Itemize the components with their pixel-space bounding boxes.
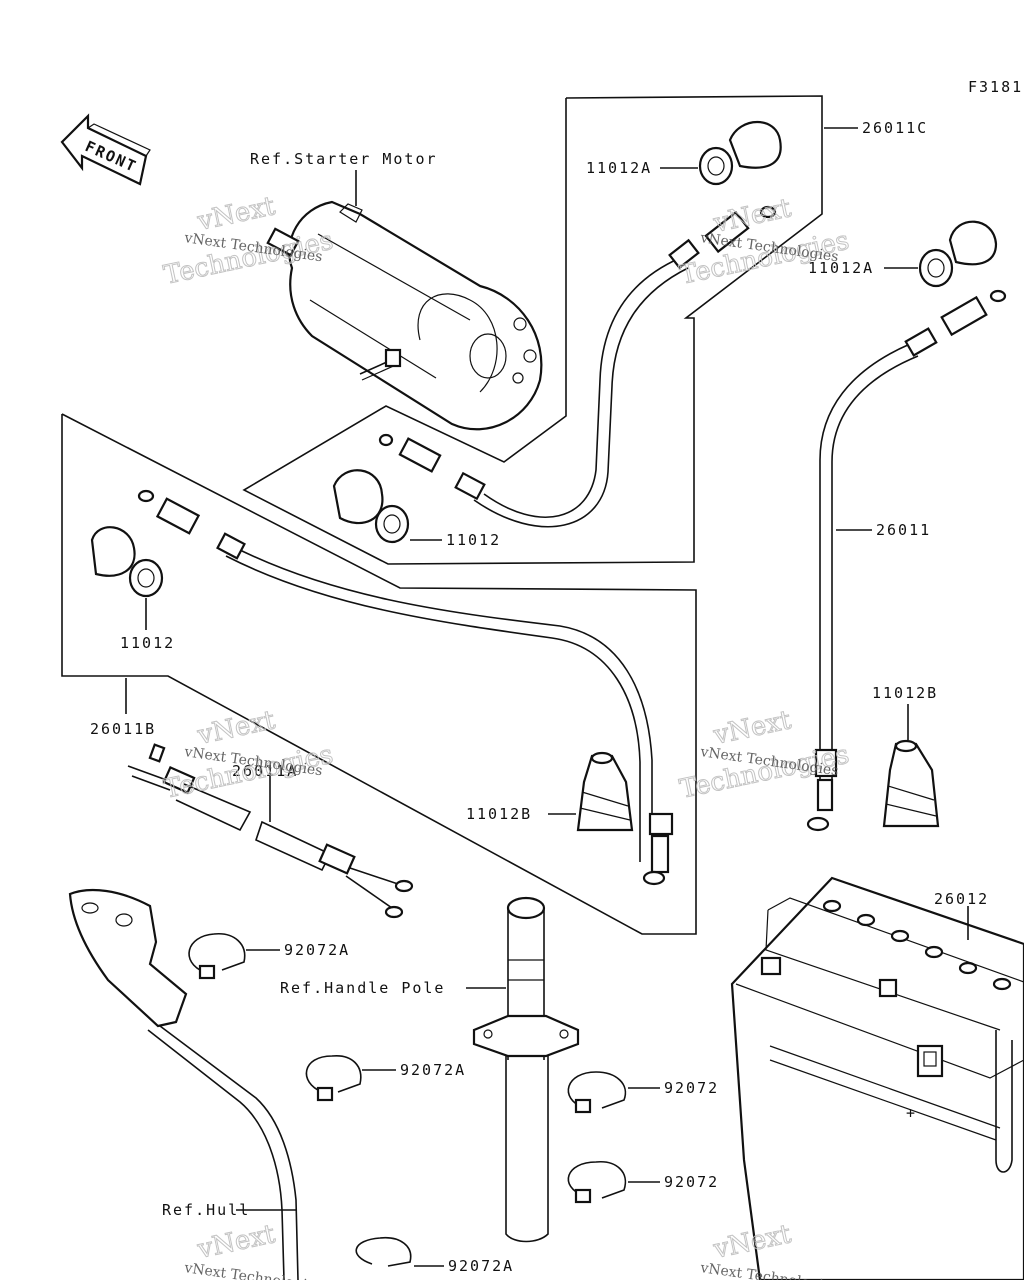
front-arrow-icon: FRONT	[60, 113, 151, 186]
clamp-92072-2	[567, 1161, 627, 1204]
label-92072A-1: 92072A	[284, 941, 350, 959]
wire-harness-26011A	[127, 743, 414, 919]
terminal-boot-11012B-middle	[576, 751, 634, 832]
label-92072-1: 92072	[664, 1079, 719, 1097]
label-11012-2: 11012	[120, 634, 175, 652]
clamp-92072A-1	[188, 933, 246, 980]
label-11012B-2: 11012B	[872, 684, 938, 702]
label-11012B-1: 11012B	[466, 805, 532, 823]
terminal-cap-11012-left	[90, 526, 164, 598]
label-92072-2: 92072	[664, 1173, 719, 1191]
label-92072A-2: 92072A	[400, 1061, 466, 1079]
label-92072A-3: 92072A	[448, 1257, 514, 1275]
clamp-92072-1	[567, 1071, 627, 1114]
svg-text:vNext: vNext	[710, 705, 794, 751]
label-26011B: 26011B	[90, 720, 156, 738]
terminal-cap-11012A-right	[918, 220, 998, 288]
label-11012A-2: 11012A	[808, 259, 874, 277]
clamp-92072A-3	[355, 1237, 412, 1267]
label-26011C: 26011C	[862, 119, 928, 137]
cable-26011C	[378, 205, 777, 528]
clamp-92072A-2	[305, 1055, 362, 1102]
ref-starter-motor-label: Ref.Starter Motor	[250, 150, 438, 168]
label-11012-1: 11012	[446, 531, 501, 549]
battery-cell-caps	[822, 899, 1012, 991]
assembly-frame-26011B	[61, 413, 697, 935]
pinion-gear	[266, 227, 300, 257]
cable-26011B	[137, 489, 674, 886]
label-26012: 26012	[934, 890, 989, 908]
cable-26011	[806, 289, 1007, 832]
battery-terminal	[916, 1044, 944, 1078]
terminal-cap-11012-middle	[332, 469, 410, 544]
svg-text:vNext: vNext	[194, 705, 278, 751]
watermark-5: vNext vNext Technologies	[182, 1219, 323, 1280]
label-26011A: 26011A	[232, 762, 298, 780]
ref-hull-label: Ref.Hull	[162, 1201, 250, 1219]
battery: +	[730, 876, 1024, 1280]
handle-pole	[472, 896, 580, 1243]
assembly-frame-26011C	[242, 95, 823, 565]
svg-text:vNext: vNext	[194, 191, 278, 237]
label-11012A-1: 11012A	[586, 159, 652, 177]
hull-bracket	[68, 888, 299, 1280]
terminal-boot-11012B-right	[882, 739, 940, 828]
terminal-cap-11012A-top	[698, 120, 782, 186]
starter-motor-drawing	[266, 200, 543, 431]
figure-code: F3181	[968, 78, 1023, 96]
svg-text:+: +	[906, 1104, 917, 1122]
svg-text:vNext Technologies: vNext Technologies	[182, 1260, 323, 1280]
starter-terminal-stud	[359, 348, 402, 381]
label-26011: 26011	[876, 521, 931, 539]
ref-handle-pole-label: Ref.Handle Pole	[280, 979, 445, 997]
watermark-3: vNext Technologies vNext Technologies	[161, 705, 337, 806]
svg-text:vNext: vNext	[194, 1219, 278, 1265]
